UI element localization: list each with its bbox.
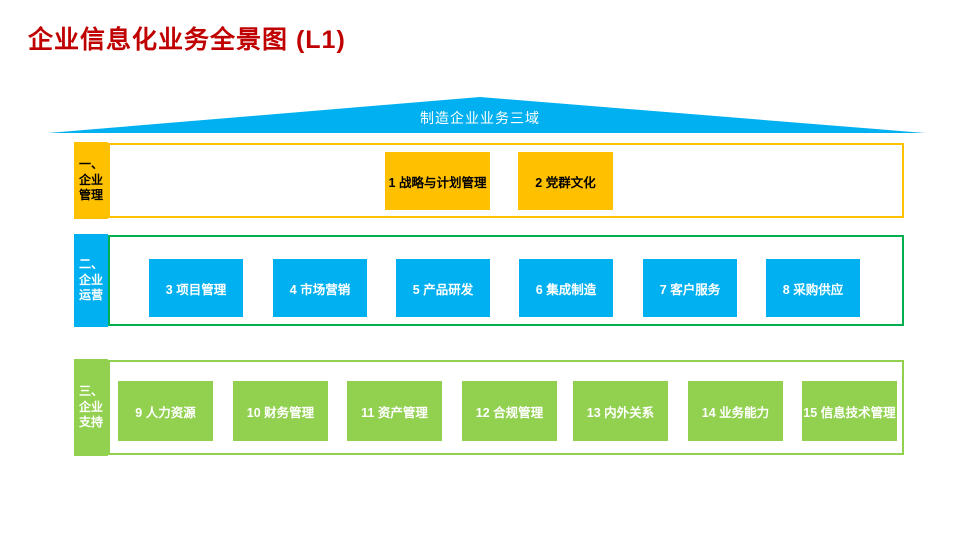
band-label-line: 企业 xyxy=(78,272,103,287)
band-frame-enterprise-management xyxy=(108,143,904,218)
band-label-line: 支持 xyxy=(78,415,103,430)
band-label-enterprise-operations: 二、企业运营 xyxy=(74,234,108,327)
business-box-support-4: 12 合规管理 xyxy=(462,381,557,441)
band-label-line: 二、 xyxy=(78,257,103,272)
band-label-line: 三、 xyxy=(78,384,103,399)
business-box-support-7: 15 信息技术管理 xyxy=(802,381,897,441)
band-label-line: 企业 xyxy=(78,399,103,414)
band-enterprise-management: 一、企业管理 1 战略与计划管理 2 党群文化 xyxy=(74,142,904,219)
business-box-support-3: 11 资产管理 xyxy=(347,381,442,441)
band-label-line: 运营 xyxy=(78,288,103,303)
business-box-operations-6: 8 采购供应 xyxy=(766,259,860,317)
business-box-management-1: 1 战略与计划管理 xyxy=(385,152,490,210)
business-box-management-2: 2 党群文化 xyxy=(518,152,613,210)
business-box-support-2: 10 财务管理 xyxy=(233,381,328,441)
roof-triangle xyxy=(48,97,925,133)
band-label-line: 管理 xyxy=(78,188,103,203)
roof-label: 制造企业业务三域 xyxy=(420,110,540,126)
band-label-enterprise-management: 一、企业管理 xyxy=(74,142,108,219)
roof-shape xyxy=(48,97,925,133)
business-box-operations-1: 3 项目管理 xyxy=(149,259,243,317)
business-box-operations-4: 6 集成制造 xyxy=(519,259,613,317)
business-box-operations-2: 4 市场营销 xyxy=(273,259,367,317)
business-box-support-5: 13 内外关系 xyxy=(573,381,668,441)
band-label-enterprise-support: 三、企业支持 xyxy=(74,359,108,456)
band-label-line: 一、 xyxy=(78,157,103,172)
band-enterprise-support: 三、企业支持 9 人力资源 10 财务管理 11 资产管理 12 合规管理 13 内外关… xyxy=(74,359,904,456)
page-title: 企业信息化业务全景图 (L1) xyxy=(28,26,346,54)
band-label-line: 企业 xyxy=(78,172,103,187)
business-box-support-1: 9 人力资源 xyxy=(118,381,213,441)
business-box-support-6: 14 业务能力 xyxy=(688,381,783,441)
business-box-operations-3: 5 产品研发 xyxy=(396,259,490,317)
band-enterprise-operations: 二、企业运营 3 项目管理 4 市场营销 5 产品研发 6 集成制造 7 客户服务 8 采… xyxy=(74,234,904,327)
business-box-operations-5: 7 客户服务 xyxy=(643,259,737,317)
